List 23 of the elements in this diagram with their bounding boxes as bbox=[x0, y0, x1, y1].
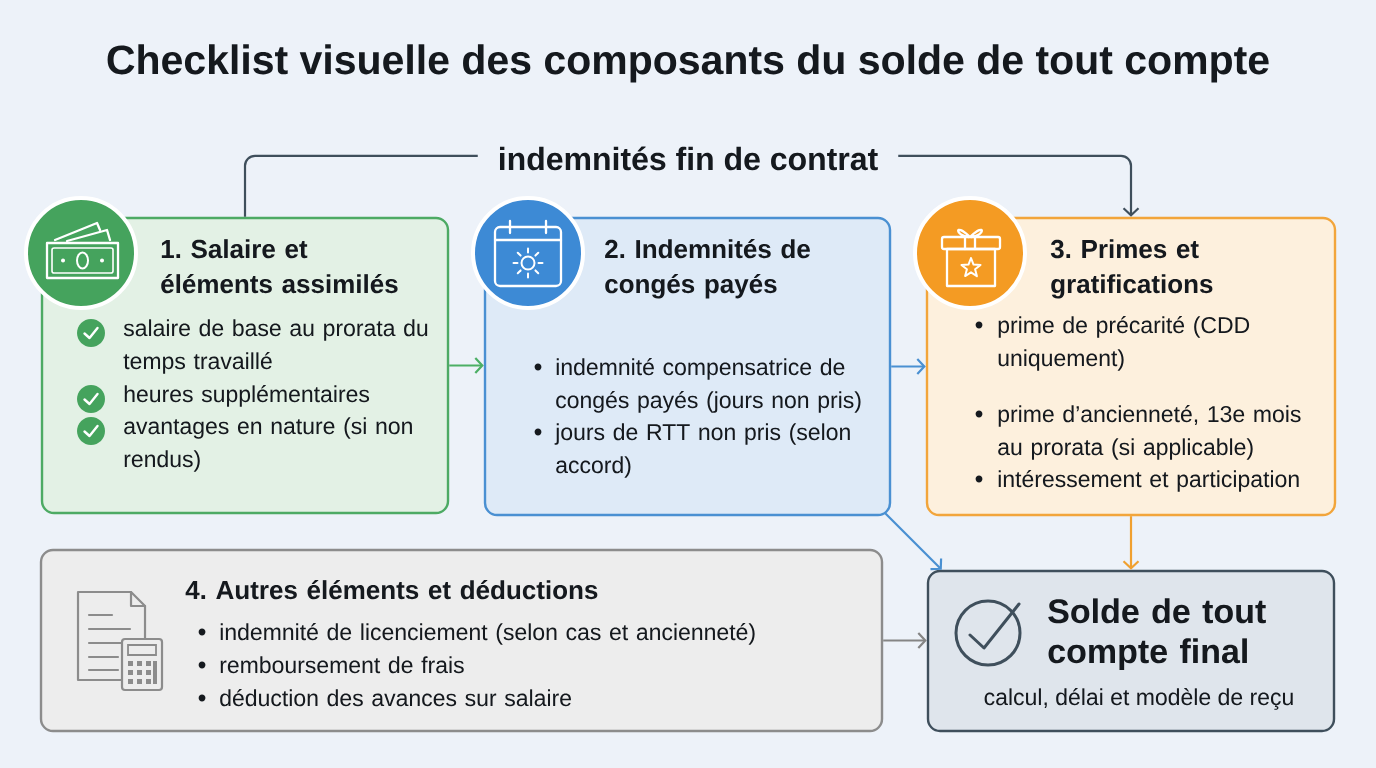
card-heading: 1. Salaire et éléments assimilés bbox=[161, 239, 398, 294]
list-item: prime de précarité (CDD uniquement) bbox=[998, 316, 1250, 371]
card-heading: 4. Autres éléments et déductions bbox=[185, 579, 598, 600]
card-heading: 3. Primes et gratifications bbox=[1050, 239, 1213, 299]
arrow bbox=[891, 358, 926, 375]
list-item: jours de RTT non pris (selon accord) bbox=[554, 423, 850, 478]
list-item: déduction des avances sur salaire bbox=[220, 689, 571, 707]
list-item: intéressement et participation bbox=[998, 470, 1299, 492]
list-item: remboursement de frais bbox=[220, 656, 464, 674]
list-item: indemnité compensatrice de congés payés (jours non pris) bbox=[556, 358, 861, 413]
arrow bbox=[1122, 516, 1140, 570]
list-item: heures supplémentaires bbox=[124, 385, 370, 407]
title: Checklist visuelle des composants du solde de tout compte bbox=[107, 44, 1269, 83]
list-item: indemnité de licenciement (selon cas et ancienneté) bbox=[220, 623, 755, 645]
list-item: avantages en nature (si non rendus) bbox=[124, 417, 412, 472]
list-item: prime d’ancienneté, 13e mois au prorata (si applicable) bbox=[998, 405, 1301, 460]
arrow bbox=[884, 512, 943, 571]
edge-label: indemnités fin de contrat bbox=[477, 140, 899, 177]
result-heading: Solde de tout compte final bbox=[1048, 598, 1266, 671]
card-heading: 2. Indemnités de congés payés bbox=[605, 238, 810, 299]
subtitle: calcul, délai et modèle de reçu bbox=[984, 688, 1293, 710]
arrow bbox=[449, 357, 484, 374]
arrow bbox=[883, 632, 927, 649]
